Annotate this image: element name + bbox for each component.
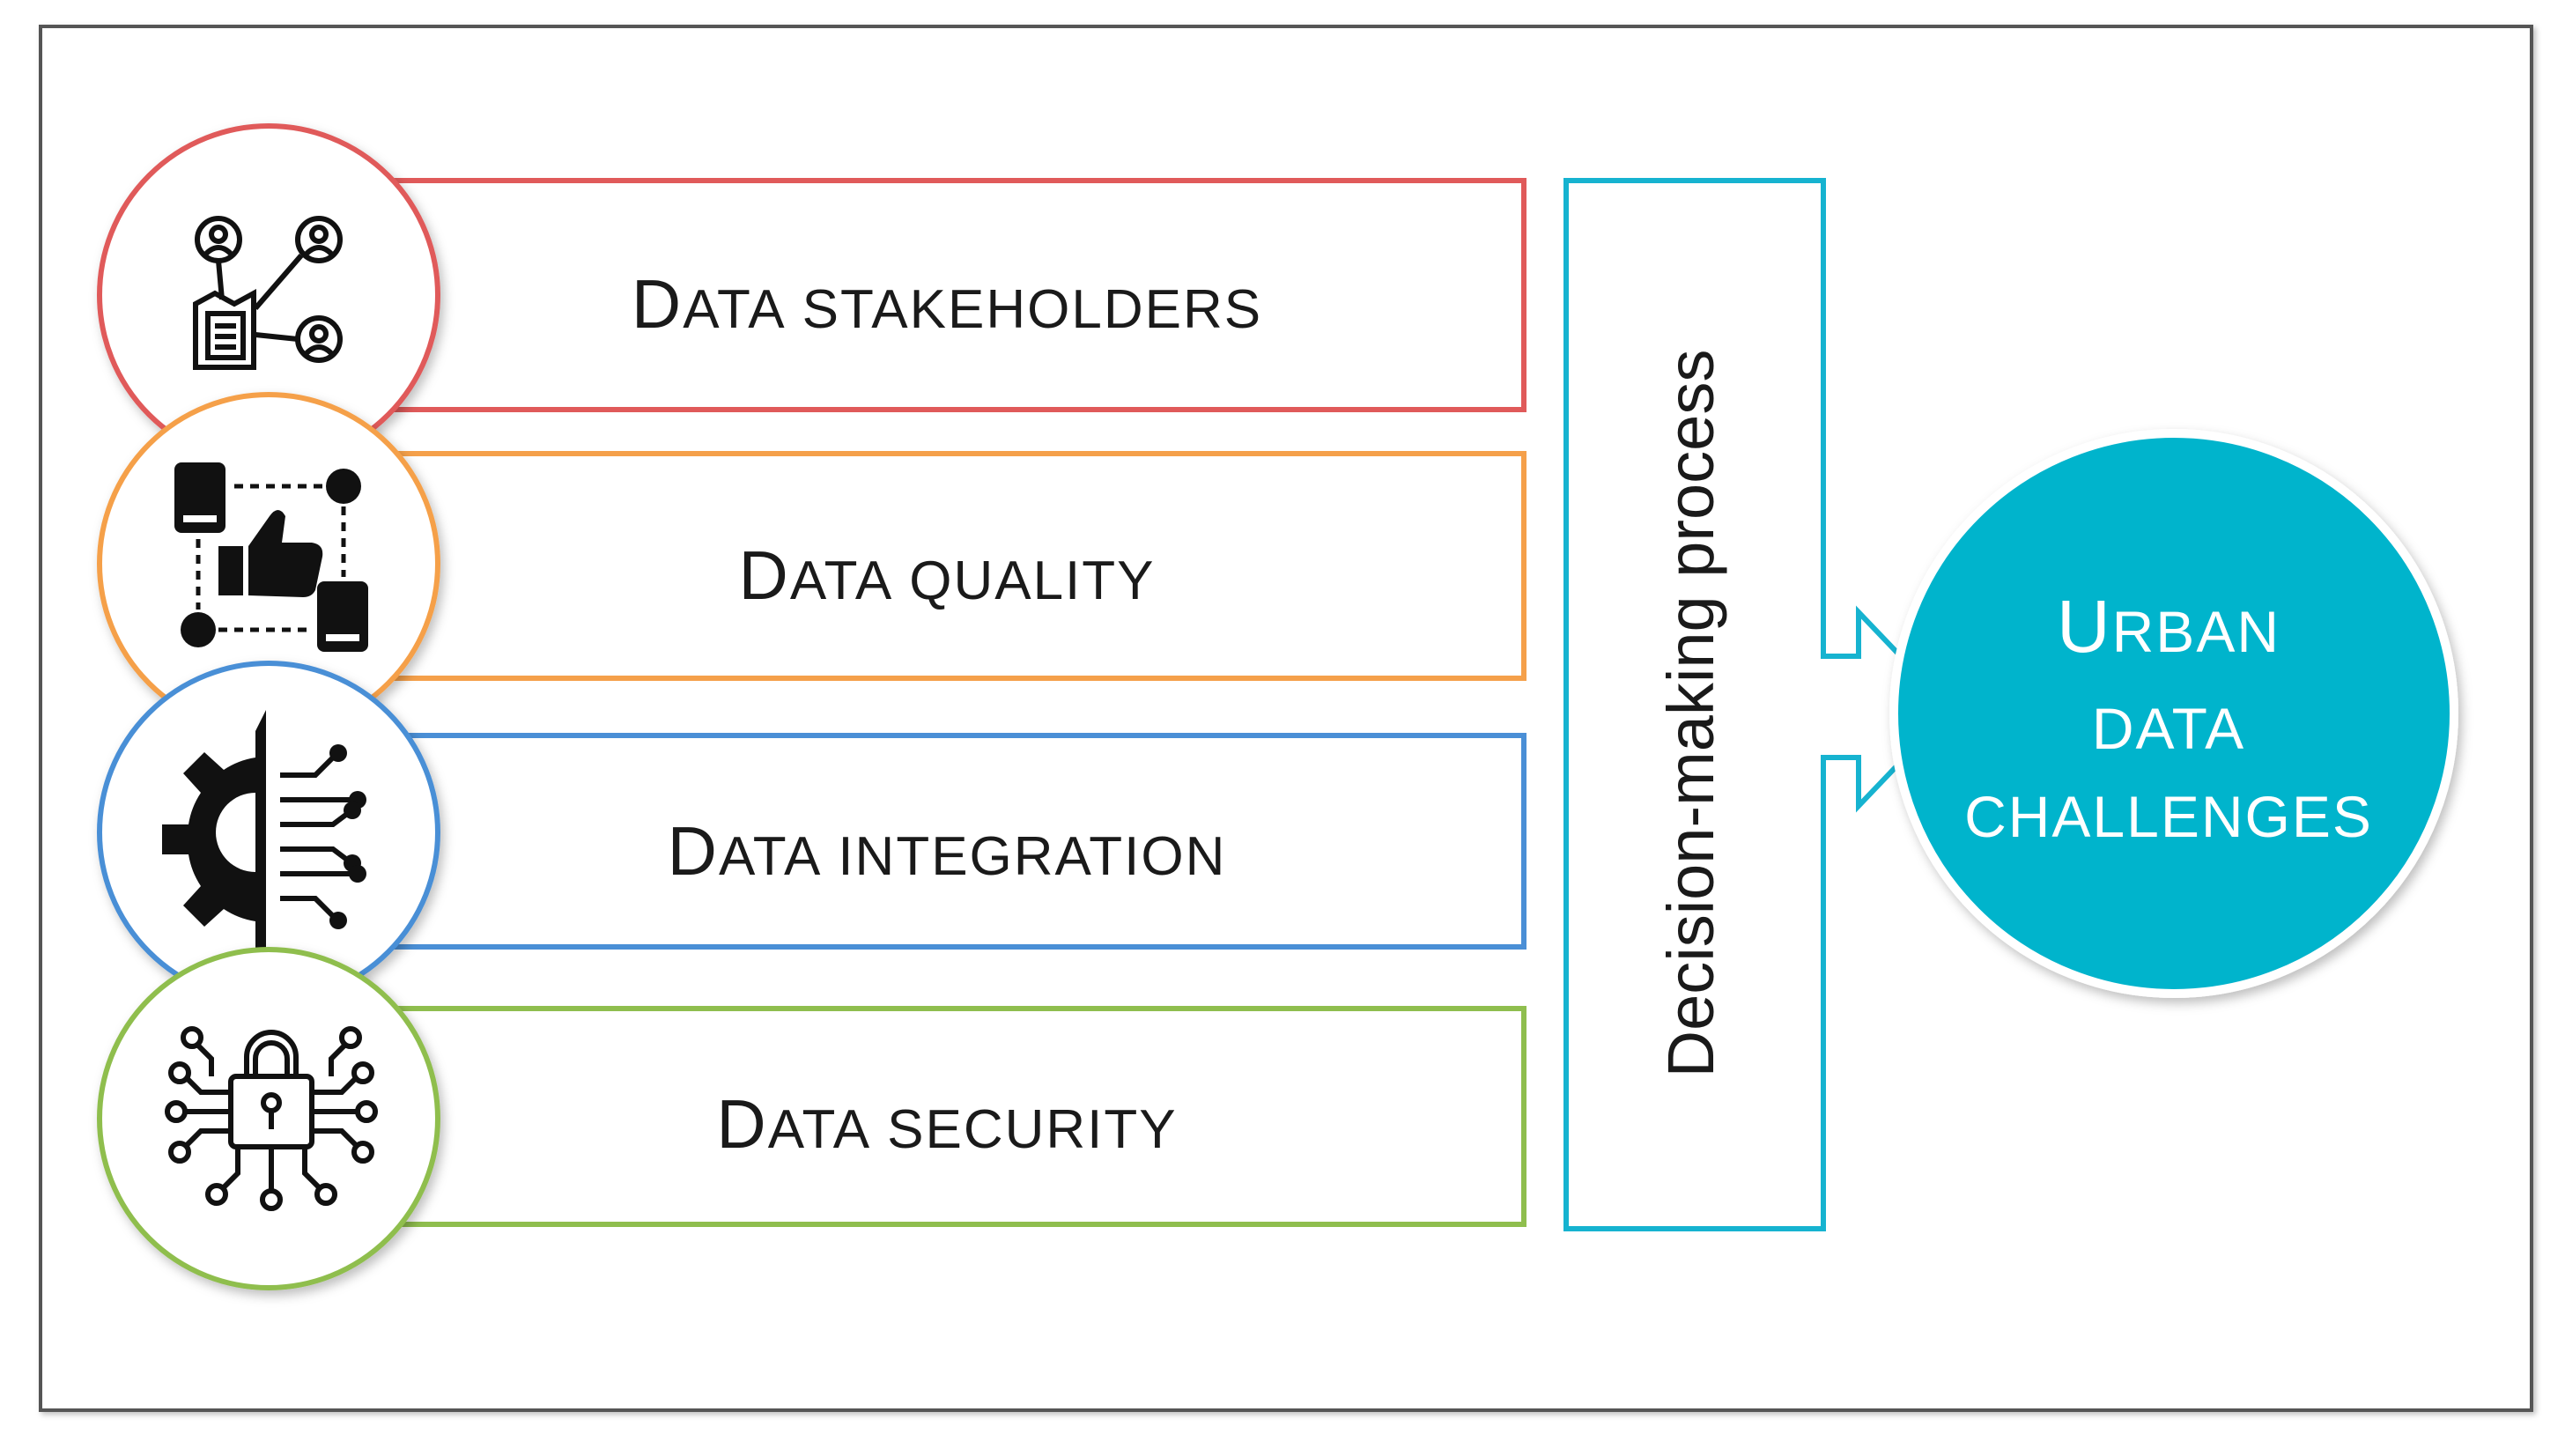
result-line-1: URBAN (2057, 585, 2280, 668)
row-box (385, 1006, 1526, 1227)
data-security-icon (165, 1026, 378, 1211)
stakeholders-icon (193, 216, 343, 370)
data-quality-icon (174, 462, 368, 652)
decision-making-process-box: Decision-making process (1563, 178, 1955, 1231)
process-label: Decision-making process (1654, 350, 1727, 1078)
result-line-3: CHALLENGES (1964, 784, 2373, 849)
result-line-2: DATA (2092, 696, 2245, 761)
urban-data-challenges: URBAN DATA CHALLENGES (1889, 429, 2458, 998)
row-box (385, 178, 1526, 412)
row-box (385, 733, 1526, 950)
data-integration-icon (162, 710, 366, 948)
